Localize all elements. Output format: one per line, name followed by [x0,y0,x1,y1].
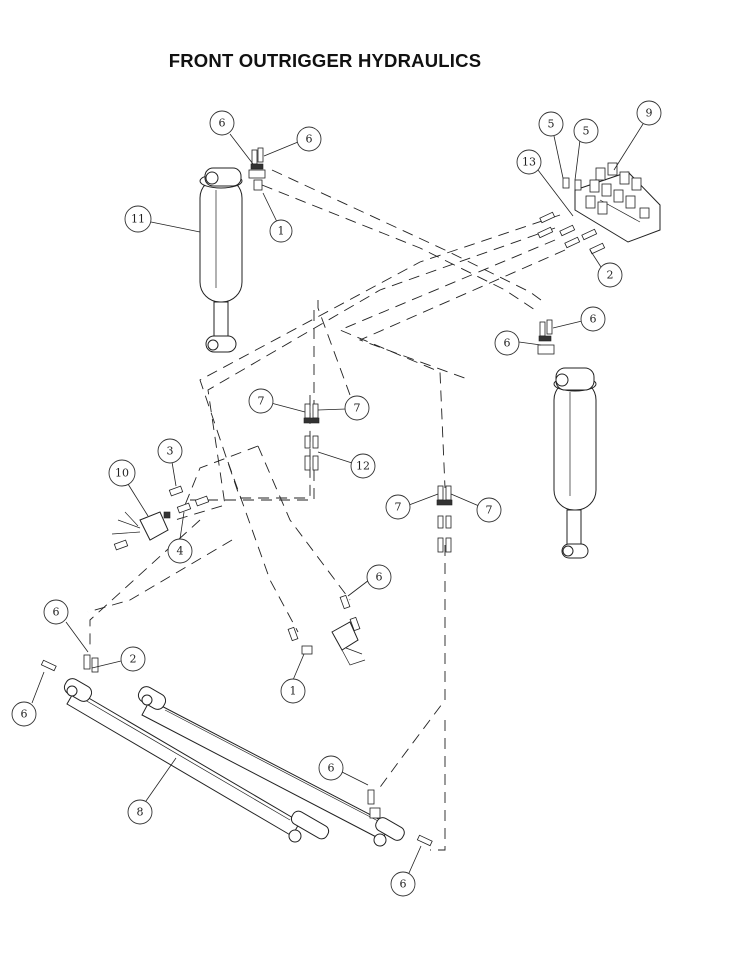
svg-text:2: 2 [130,653,137,666]
svg-text:7: 7 [395,501,402,514]
callout-6-left-top: 6 [43,599,69,625]
svg-text:4: 4 [177,545,184,558]
svg-text:6: 6 [328,762,335,775]
svg-text:8: 8 [137,806,144,819]
left-cylinder [199,147,266,353]
callout-6-right-a: 6 [580,306,606,332]
callout-7-c: 7 [385,494,411,520]
svg-text:5: 5 [583,125,590,138]
svg-text:6: 6 [21,708,28,721]
callout-1-top: 1 [269,219,293,243]
callout-11: 11 [124,205,152,233]
bottom-cylinders [40,654,433,847]
callout-6-top-right: 6 [296,126,322,152]
svg-text:6: 6 [590,313,597,326]
svg-text:6: 6 [219,117,226,130]
svg-text:6: 6 [376,571,383,584]
svg-text:9: 9 [646,107,653,120]
svg-text:7: 7 [354,402,361,415]
hose-lines [87,169,566,851]
callout-6-left-bottom: 6 [11,701,37,727]
callout-7-b: 7 [344,395,370,421]
mid-selector-valve [287,594,366,666]
center-fittings [303,403,453,553]
svg-text:12: 12 [356,460,370,473]
svg-text:6: 6 [53,606,60,619]
callout-1-bottom: 1 [280,678,306,704]
svg-text:13: 13 [522,156,536,169]
svg-text:10: 10 [115,467,129,480]
callout-7-d: 7 [476,497,502,523]
svg-text:5: 5 [548,118,555,131]
callout-8: 8 [127,799,153,825]
callout-6-bottom: 6 [390,871,416,897]
callouts: 6 6 1 11 5 5 9 13 2 6 6 7 7 12 3 10 4 7 … [11,100,662,897]
svg-text:7: 7 [258,395,265,408]
valve-bank [537,162,661,255]
callout-2-left: 2 [120,646,146,672]
svg-text:6: 6 [306,133,313,146]
left-selector-valve [111,485,210,551]
callout-13: 13 [516,149,542,175]
callout-4: 4 [167,538,193,564]
callout-12: 12 [350,453,376,479]
callout-5-b: 5 [573,118,599,144]
svg-text:6: 6 [504,337,511,350]
callout-2-valve: 2 [597,262,623,288]
callout-7-a: 7 [248,388,274,414]
svg-text:3: 3 [167,445,174,458]
callout-5-a: 5 [538,111,564,137]
svg-text:11: 11 [131,213,145,226]
callout-6-mid: 6 [366,564,392,590]
callout-6-lower-right: 6 [318,755,344,781]
callout-6-top-left: 6 [209,110,235,136]
right-cylinder [537,319,597,559]
callout-3: 3 [157,438,183,464]
diagram-title: FRONT OUTRIGGER HYDRAULICS [168,50,482,71]
svg-text:1: 1 [290,685,297,698]
svg-text:1: 1 [278,225,285,238]
svg-text:6: 6 [400,878,407,891]
svg-text:2: 2 [607,269,614,282]
callout-6-right-b: 6 [494,330,520,356]
callout-10: 10 [108,459,136,487]
callout-9: 9 [636,100,662,126]
svg-text:7: 7 [486,504,493,517]
leader-lines [31,123,644,874]
